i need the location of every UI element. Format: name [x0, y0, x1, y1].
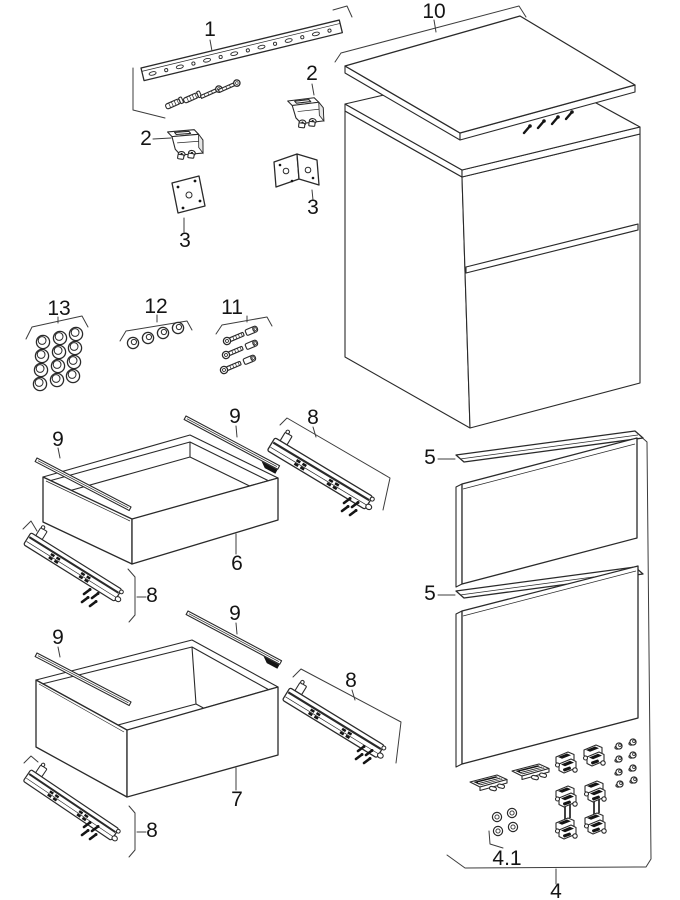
callout-8: 8 — [146, 584, 158, 607]
callout-5: 5 — [424, 582, 436, 605]
cabinet-handle-groove — [465, 223, 639, 268]
bracket-line — [128, 805, 136, 858]
group-bracket — [446, 432, 652, 869]
callout-2: 2 — [306, 62, 318, 85]
panel-hinge-pair — [556, 786, 578, 839]
callout-4: 4 — [550, 880, 562, 900]
panel-hinge-pair — [585, 781, 607, 834]
callout-9: 9 — [52, 428, 64, 451]
cabinet-right-face — [461, 133, 641, 429]
callout-8: 8 — [146, 819, 158, 842]
bracket-corner — [132, 67, 166, 119]
callout-3: 3 — [179, 229, 191, 252]
bracket-corner — [488, 830, 504, 849]
panel-screw — [628, 764, 637, 772]
small-parts-group: 4.1 — [488, 807, 522, 870]
bracket-line — [119, 320, 193, 342]
drawer-shallow — [42, 434, 279, 565]
part-cap-set: 13 — [25, 297, 89, 392]
mounting-rail — [140, 19, 343, 82]
callout-8: 8 — [345, 669, 357, 692]
callout-1: 1 — [204, 18, 216, 41]
bracket-corner — [23, 755, 39, 764]
panel-screw — [629, 776, 638, 784]
part-top-panel: 10 — [334, 0, 636, 141]
panel-screw — [614, 742, 623, 750]
bracket-line — [25, 315, 89, 340]
bracket-line — [279, 417, 391, 511]
bracket-line — [215, 316, 273, 335]
panel-screw — [628, 751, 637, 759]
callout-9: 9 — [52, 626, 64, 649]
wall-anchor — [164, 96, 185, 111]
callout-13: 13 — [47, 297, 70, 320]
front-panel-upper — [455, 437, 638, 588]
drawer-slide — [266, 425, 385, 513]
bracket-line — [292, 668, 402, 764]
callout-11: 11 — [221, 296, 243, 319]
callout-10: 10 — [422, 0, 445, 23]
bracket-corner — [22, 520, 38, 532]
wall-anchor — [182, 90, 203, 105]
callout-3: 3 — [307, 196, 319, 219]
callout-2: 2 — [140, 127, 152, 150]
part-screw-set: 11 — [215, 296, 273, 376]
trim-upper — [455, 430, 644, 463]
part-mounting-plate: 3 — [171, 175, 206, 252]
panel-screw — [614, 768, 623, 776]
hinge — [163, 125, 207, 163]
panel-hinge — [582, 744, 606, 767]
assembly-shallow-drawer: 9 9 8 6 8 — [22, 405, 391, 623]
part-hinge-upper: 2 — [284, 62, 327, 131]
front-panel-group: 5 5 4.1 4 — [424, 430, 652, 900]
callout-7: 7 — [231, 788, 243, 811]
callout-6: 6 — [231, 552, 243, 575]
part-grommet-set: 12 — [119, 295, 193, 350]
panel-hinge — [554, 751, 578, 774]
panel-screw — [628, 738, 637, 746]
assembly-deep-drawer: 9 9 8 7 8 — [22, 602, 402, 858]
part-mounting-rail: 1 — [132, 5, 353, 119]
front-panel-lower — [455, 565, 639, 768]
callout-9: 9 — [229, 602, 241, 625]
panel-screw — [615, 780, 624, 788]
callout-9: 9 — [229, 405, 241, 428]
bracket-line — [334, 5, 527, 63]
drawer-deep — [35, 639, 279, 798]
callout-8: 8 — [307, 406, 319, 429]
top-panel-face — [344, 15, 636, 134]
callout-12: 12 — [144, 295, 167, 318]
panel-clip — [469, 774, 508, 792]
part-hinge-lower: 2 — [140, 125, 207, 163]
panel-screw — [614, 755, 623, 763]
panel-clip — [511, 763, 550, 781]
hinge — [284, 94, 327, 131]
bracket-corner — [332, 5, 353, 18]
callout-4-1: 4.1 — [492, 847, 521, 870]
part-angle-bracket: 3 — [273, 153, 320, 219]
bracket-line — [127, 568, 136, 623]
callout-5: 5 — [424, 446, 436, 469]
